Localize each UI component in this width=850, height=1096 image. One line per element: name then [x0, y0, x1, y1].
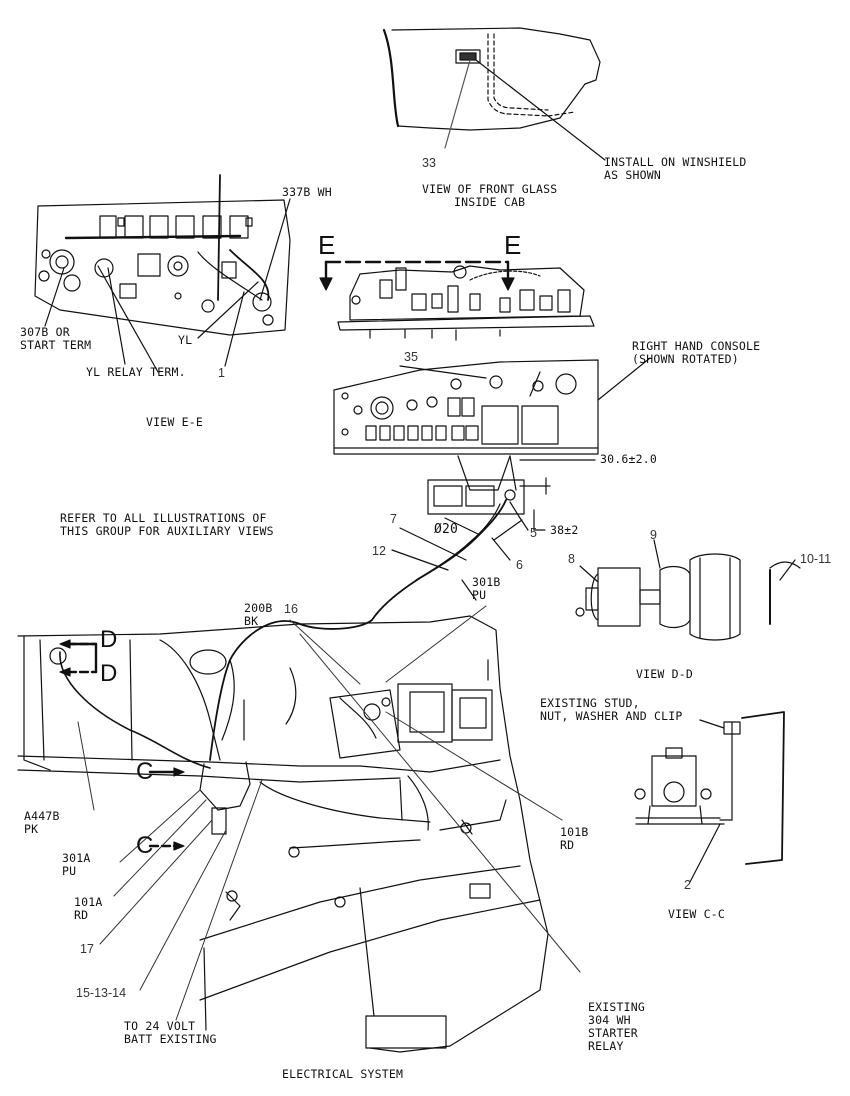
callout-12: 12: [372, 544, 386, 558]
section-e-right-letter: E: [504, 230, 522, 260]
callout-16: 16: [284, 602, 298, 616]
yl-relay-term-label: YL RELAY TERM.: [86, 365, 186, 379]
right-console-note: RIGHT HAND CONSOLE (SHOWN ROTATED): [632, 339, 761, 366]
dimension-30-6: 30.6±2.0: [600, 452, 657, 466]
callout-9: 9: [650, 528, 657, 542]
right-hand-console: [333, 357, 651, 455]
wire-301b-label: 301B PU: [472, 575, 501, 602]
section-d-c-arrows: [59, 639, 185, 851]
callout-33: 33: [422, 156, 436, 170]
view-c-c-title: VIEW C-C: [668, 907, 725, 921]
wire-200b-label: 200B BK: [244, 601, 273, 628]
view-e-e-console: [34, 174, 291, 373]
callout-15-13-14: 15-13-14: [76, 986, 127, 1000]
refer-note: REFER TO ALL ILLUSTRATIONS OF THIS GROUP…: [60, 511, 274, 538]
existing-stud-note: EXISTING STUD, NUT, WASHER AND CLIP: [540, 696, 683, 723]
callout-1: 1: [218, 366, 225, 380]
wire-337b-label: 337B WH: [282, 185, 332, 199]
callout-6: 6: [516, 558, 523, 572]
section-e-left-letter: E: [318, 230, 336, 260]
leader-lines: [77, 605, 581, 1021]
start-term-label: 307B OR START TERM: [20, 325, 92, 352]
wire-harness: [209, 499, 523, 761]
wire-101b-label: 101B RD: [560, 825, 589, 852]
callout-10-11: 10-11: [800, 552, 832, 566]
wire-a447b-label: A447B PK: [24, 809, 60, 836]
diagram-caption: ELECTRICAL SYSTEM: [282, 1067, 404, 1081]
section-c-bottom-letter: C: [136, 832, 154, 859]
front-glass-view: [382, 27, 606, 161]
dimension-38: 38±2: [550, 523, 579, 537]
view-d-d-title: VIEW D-D: [636, 667, 693, 681]
front-glass-view-title: VIEW OF FRONT GLASS INSIDE CAB: [422, 182, 558, 209]
callout-5: 5: [530, 526, 537, 540]
wire-yl-label: YL: [178, 333, 193, 347]
windshield-note: INSTALL ON WINSHIELD AS SHOWN: [604, 155, 747, 182]
section-d-bottom-letter: D: [100, 660, 118, 687]
view-e-e-title: VIEW E-E: [146, 415, 203, 429]
section-d-top-letter: D: [100, 626, 118, 653]
callout-17: 17: [80, 942, 94, 956]
view-c-c-relay: [634, 711, 785, 883]
wire-301a-label: 301A PU: [62, 851, 91, 878]
mounting-bracket: [427, 455, 596, 531]
section-c-top-letter: C: [136, 758, 154, 785]
console-top-detail: [337, 265, 595, 341]
callout-7: 7: [390, 512, 397, 526]
machine-frame: [17, 615, 549, 1053]
battery-note: TO 24 VOLT BATT EXISTING: [124, 1019, 217, 1046]
diameter-20: Ø20: [434, 522, 459, 537]
section-e-arrows: [319, 260, 515, 291]
callout-35: 35: [404, 350, 418, 364]
view-d-d-solenoid: [575, 539, 801, 641]
starter-relay-note: EXISTING 304 WH STARTER RELAY: [588, 1000, 645, 1053]
callout-8: 8: [568, 552, 575, 566]
wire-101a-label: 101A RD: [74, 895, 103, 922]
callout-2: 2: [684, 878, 691, 892]
